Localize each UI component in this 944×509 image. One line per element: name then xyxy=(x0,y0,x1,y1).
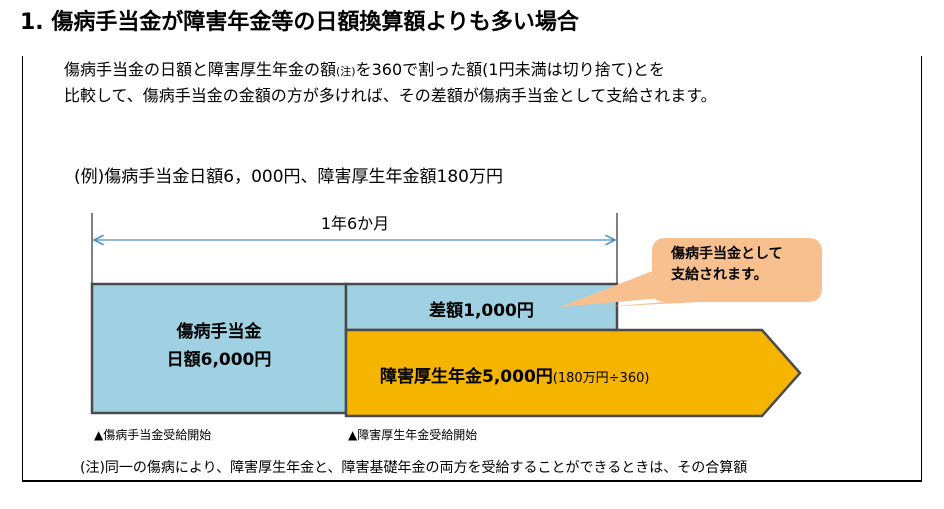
callout-line-2: 支給されます。 xyxy=(671,267,768,283)
period-label: 1年6か月 xyxy=(320,214,390,233)
intro-line-1-a: 傷病手当金の日額と障害厚生年金の額 xyxy=(64,60,337,79)
callout-line-1: 傷病手当金として xyxy=(671,246,783,262)
intro-line-1: 傷病手当金の日額と障害厚生年金の額(注)を360で割った額(1円未満は切り捨て)… xyxy=(64,58,717,84)
intro-note-marker: (注) xyxy=(336,65,356,78)
sickness-allowance-box xyxy=(90,282,348,415)
pension-start-marker: ▲障害厚生年金受給開始 xyxy=(348,428,478,442)
footnote: (注)同一の傷病により、障害厚生年金と、障害基礎年金の両方を受給することができる… xyxy=(80,460,748,476)
content-frame xyxy=(22,56,922,482)
sickness-start-marker: ▲傷病手当金受給開始 xyxy=(94,428,212,442)
intro-line-2: 比較して、傷病手当金の金額の方が多ければ、その差額が傷病手当金として支給されます… xyxy=(64,86,717,105)
pension-arrow-shape xyxy=(344,328,802,418)
difference-label: 差額1,000円 xyxy=(429,301,534,321)
intro-line-1-b: を360で割った額(1円未満は切り捨て)とを xyxy=(355,60,665,79)
page-title: 1. 傷病手当金が障害年金等の日額換算額よりも多い場合 xyxy=(20,10,579,35)
sickness-box-line-1: 傷病手当金 xyxy=(176,322,262,342)
difference-box xyxy=(344,282,619,332)
intro-text: 傷病手当金の日額と障害厚生年金の額(注)を360で割った額(1円未満は切り捨て)… xyxy=(64,58,717,108)
sickness-box-label: 傷病手当金 日額6,000円 xyxy=(92,318,346,374)
example-text: (例)傷病手当金日額6，000円、障害厚生年金額180万円 xyxy=(74,167,503,187)
pension-label: 障害厚生年金5,000円(180万円÷360) xyxy=(380,362,649,387)
pension-calculation: (180万円÷360) xyxy=(552,371,650,386)
sickness-box-line-2: 日額6,000円 xyxy=(166,350,272,370)
pension-amount: 障害厚生年金5,000円 xyxy=(380,367,553,387)
callout-pointer xyxy=(560,268,662,307)
callout-text: 傷病手当金として 支給されます。 xyxy=(671,244,783,286)
